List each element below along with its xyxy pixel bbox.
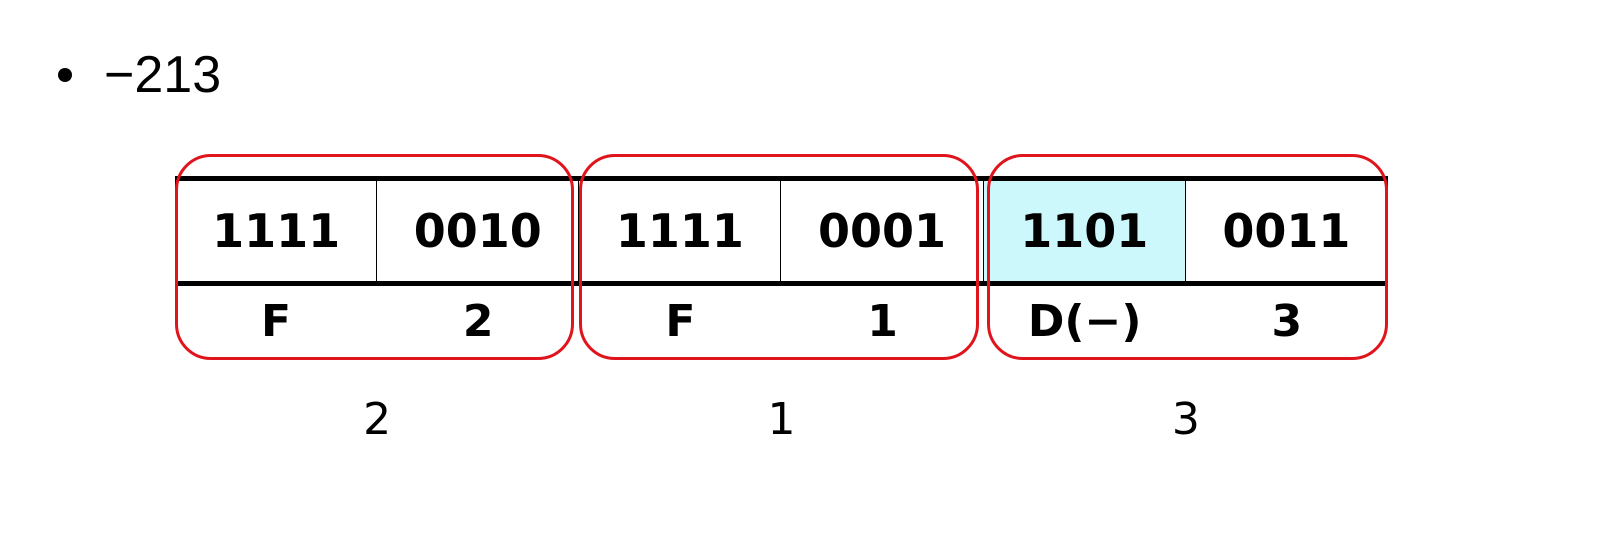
bit-cell-3: 1111	[579, 181, 782, 281]
digit-3: 3	[1171, 394, 1200, 445]
digit-row: 2 1 3	[175, 390, 1388, 450]
bit-cell-5-sign: 1101	[983, 181, 1186, 281]
hex-label-1: F	[261, 296, 292, 347]
hex-label-2: 2	[462, 296, 494, 347]
digit-1: 2	[363, 394, 392, 445]
hex-label-5-sign: D(−)	[1027, 296, 1142, 347]
bit-cell-6: 0011	[1186, 181, 1388, 281]
bit-cell-4: 0001	[781, 181, 984, 281]
hex-label-4: 1	[867, 296, 898, 347]
title-row: −213	[58, 40, 221, 110]
bit-cell-1: 1111	[175, 181, 378, 281]
hex-row: F 2 F 1 D(−) 3	[175, 292, 1388, 352]
bit-table: 1111 0010 1111 0001 1101 0011	[175, 176, 1388, 286]
digit-2: 1	[767, 394, 796, 445]
bullet-icon	[58, 68, 72, 82]
page-title: −213	[104, 46, 222, 104]
bit-cell-2: 0010	[377, 181, 580, 281]
hex-label-6: 3	[1271, 296, 1303, 347]
hex-label-3: F	[665, 296, 696, 347]
